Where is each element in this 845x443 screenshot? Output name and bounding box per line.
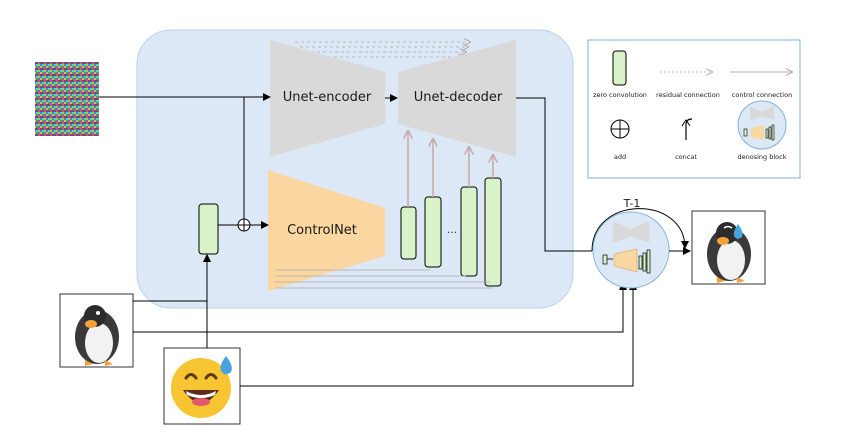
- grinning-sweat-emoji: [163, 347, 241, 425]
- legend-denoising-block-label: denosing block: [738, 153, 787, 161]
- controlnet-block: [268, 170, 385, 291]
- loop-label: T-1: [623, 197, 641, 210]
- denoising-loop: T-1: [591, 197, 689, 289]
- legend-box: zero convolution residual connection con…: [587, 39, 801, 179]
- legend-concat-label: concat: [675, 153, 697, 161]
- legend-denoising-block-icon: [737, 100, 787, 150]
- control-connections: [408, 131, 493, 207]
- zero-conv-input-block: [198, 203, 219, 255]
- residual-connections: [295, 42, 470, 57]
- add-node-icon: [237, 218, 251, 232]
- decoder-to-loop-line: [516, 97, 592, 252]
- legend-residual-connection-label: residual connection: [656, 91, 720, 99]
- noise-image: [35, 62, 99, 136]
- unet-decoder-block: [398, 40, 516, 157]
- penguin-output-image: [691, 210, 766, 285]
- circle-plus-icon: [610, 119, 630, 139]
- unet-encoder-label: Unet-encoder: [283, 90, 372, 105]
- legend-add-label: add: [614, 153, 626, 161]
- ellipsis-label: ...: [447, 223, 458, 236]
- zero-conv-block-4: [484, 177, 502, 287]
- unet-encoder-block: [270, 40, 385, 157]
- controlnet-residual-lines: [275, 269, 493, 289]
- zero-conv-block-3: [460, 186, 478, 277]
- penguin-to-loop-arrow: [133, 282, 627, 333]
- legend-zero-convolution-label: zero convolution: [593, 91, 647, 99]
- concat-icon: [681, 118, 693, 140]
- unet-decoder-label: Unet-decoder: [414, 90, 503, 105]
- penguin-image: [59, 293, 134, 368]
- controlnet-label: ControlNet: [287, 223, 357, 238]
- zero-conv-block-1: [400, 206, 417, 260]
- legend-zero-conv-swatch: [612, 50, 627, 86]
- zero-conv-block-2: [424, 196, 442, 268]
- legend-control-connection-label: control connection: [732, 91, 792, 99]
- emoji-to-loop-arrow: [240, 282, 637, 387]
